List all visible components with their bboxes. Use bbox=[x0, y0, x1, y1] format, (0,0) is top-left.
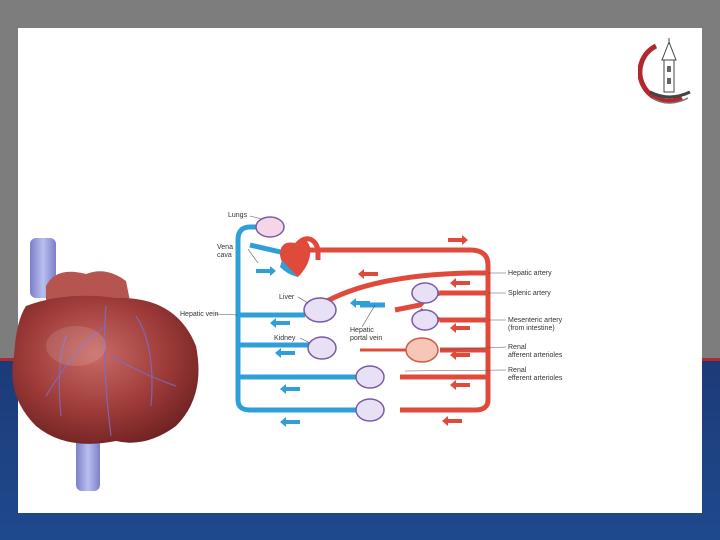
flow-arrows bbox=[256, 235, 470, 427]
label-lungs: Lungs bbox=[228, 212, 248, 219]
circulation-diagram: Lungs Vena cava Liver Hepatic vein Kidne… bbox=[180, 212, 563, 427]
label-renal-efferent-line2: efferent arterioles bbox=[508, 375, 563, 382]
kidney-capillary bbox=[307, 336, 337, 360]
arrow-left-icon bbox=[280, 384, 300, 394]
arrow-left-icon bbox=[450, 380, 470, 390]
university-seal-logo bbox=[638, 38, 691, 104]
label-splenic-artery: Splenic artery bbox=[508, 290, 551, 297]
mini-heart bbox=[280, 238, 311, 277]
arrow-left-icon bbox=[450, 278, 470, 288]
arrow-left-icon bbox=[450, 350, 470, 360]
lower-capillary-1 bbox=[355, 365, 385, 389]
label-hepatic-artery: Hepatic artery bbox=[508, 270, 552, 277]
leader-lines bbox=[215, 215, 507, 372]
lungs-capillary bbox=[255, 216, 285, 238]
label-hepatic-portal-line2: portal vein bbox=[350, 335, 382, 342]
liver-capillary bbox=[303, 297, 337, 323]
heart-illustration bbox=[12, 238, 199, 491]
arrow-left-icon bbox=[275, 348, 295, 358]
renal-capillary bbox=[405, 337, 439, 363]
mesenteric-capillary bbox=[411, 309, 439, 331]
label-hepatic-portal-line1: Hepatic bbox=[350, 327, 374, 334]
arrow-left-icon bbox=[358, 269, 378, 279]
splenic-capillary bbox=[411, 282, 439, 304]
lower-capillary-2 bbox=[355, 398, 385, 422]
arrow-left-icon bbox=[350, 298, 370, 308]
label-liver: Liver bbox=[279, 294, 295, 301]
label-hepatic-vein: Hepatic vein bbox=[180, 311, 219, 318]
venous-vessels bbox=[235, 224, 385, 413]
arrow-left-icon bbox=[442, 416, 462, 426]
arrow-right-icon bbox=[448, 235, 468, 245]
label-mesenteric-line2: (from intestine) bbox=[508, 325, 555, 332]
arrow-left-icon bbox=[280, 417, 300, 427]
label-renal-afferent-line2: afferent arterioles bbox=[508, 352, 563, 359]
arrow-left-icon bbox=[270, 318, 290, 328]
label-renal-afferent-line1: Renal bbox=[508, 344, 527, 351]
label-vena-cava-line2: cava bbox=[217, 252, 232, 259]
label-mesenteric-line1: Mesenteric artery bbox=[508, 317, 563, 324]
capillary-beds bbox=[255, 216, 439, 422]
label-kidney: Kidney bbox=[274, 335, 296, 342]
arrow-right-icon bbox=[256, 266, 276, 276]
label-renal-efferent-line1: Renal bbox=[508, 367, 527, 374]
label-vena-cava-line1: Vena bbox=[217, 244, 233, 251]
arrow-left-icon bbox=[450, 323, 470, 333]
